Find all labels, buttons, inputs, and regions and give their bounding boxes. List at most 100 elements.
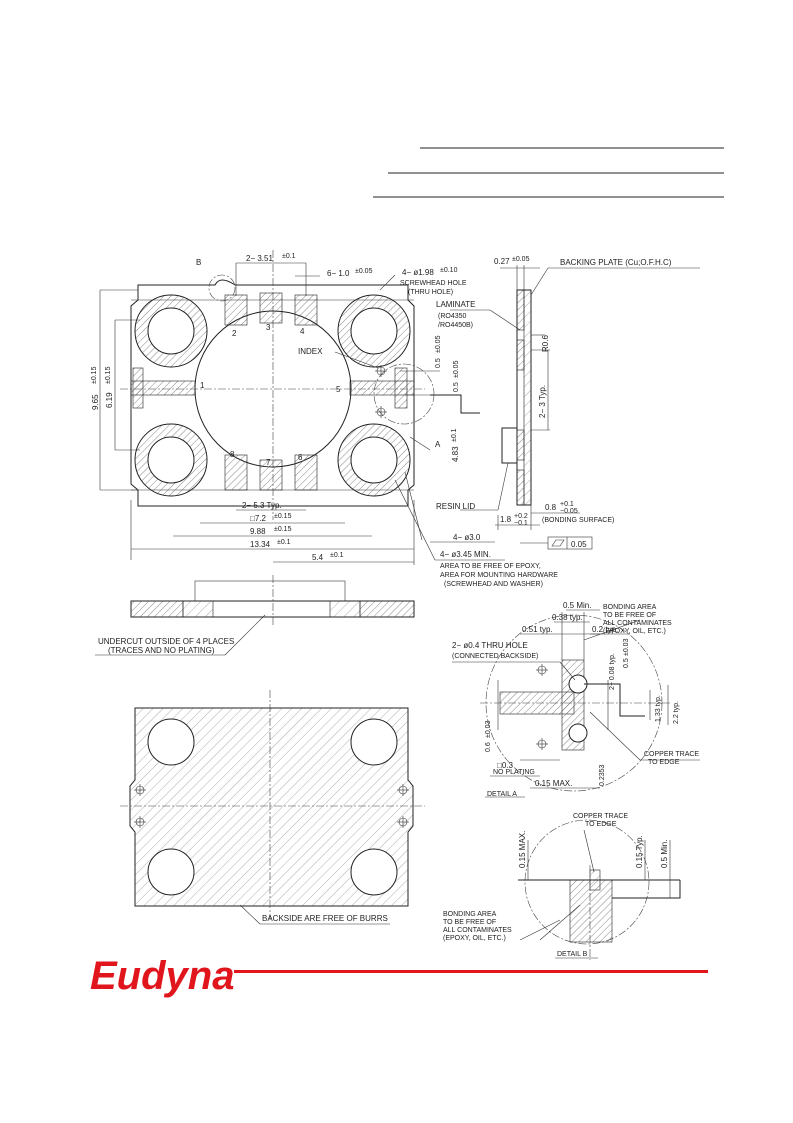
detail-b-bond-4: (EPOXY, OIL, ETC.) — [443, 935, 506, 942]
pitch-bottom-label: 2− 5.3 Typ. — [242, 501, 282, 510]
a-marker: A — [435, 440, 441, 449]
laminate-label: LAMINATE — [436, 300, 475, 309]
undercut-note-2: (TRACES AND NO PLATING) — [108, 646, 215, 655]
laminate-material-2: /RO4450B) — [438, 322, 473, 329]
detail-a-d2353: 0.2353 — [599, 764, 606, 786]
pin-5: 5 — [336, 385, 341, 394]
plate-tol-lo: −0.05 — [560, 508, 578, 515]
top-dimensions — [99, 262, 440, 565]
leads-side — [130, 367, 415, 409]
center-height-tol: ±0.1 — [451, 428, 458, 442]
dim-05-b: 0.5 — [453, 382, 460, 392]
pin-8: 8 — [230, 450, 235, 459]
detail-b-bond-1: BONDING AREA — [443, 911, 497, 918]
pin-3: 3 — [266, 323, 271, 332]
plate-thk-label: 0.8 — [545, 503, 557, 512]
detail-a-max015: 0.15 MAX. — [535, 779, 572, 788]
pin-6: 6 — [298, 453, 303, 462]
mounting-hole-tr — [337, 294, 411, 368]
detail-a-d06-tol: ±0.03 — [485, 720, 492, 738]
screw-hole-label: 4− ø1.98 — [402, 268, 434, 277]
width-outer-tol: ±0.1 — [277, 539, 291, 546]
detail-a-d133: 1.33 typ. — [655, 695, 662, 722]
logo-rule — [234, 970, 708, 973]
screw-hole-note1: SCREWHEAD HOLE — [400, 280, 467, 287]
dim-05-b-tol: ±0.05 — [453, 360, 460, 378]
mounting-hole-br — [337, 423, 411, 497]
detail-a: 0.5 Min. 0.38 typ. 0.51 typ. 0.2 typ. BO… — [452, 601, 700, 798]
detail-a-title: DETAIL A — [487, 791, 517, 798]
keepout-label: 4− ø3.45 MIN. — [440, 550, 491, 559]
title-rule-lines — [373, 147, 724, 198]
laminate-material-1: (RO4350 — [438, 313, 467, 320]
total-h-label: 1.8 — [500, 515, 512, 524]
plate-tol-hi: +0.1 — [560, 501, 574, 508]
half-width-label: 5.4 — [312, 553, 324, 562]
dim-05-a: 0.5 — [435, 358, 442, 368]
flatness-frame — [547, 536, 593, 550]
detail-a-typ038: 0.38 typ. — [552, 613, 583, 622]
detail-a-d208: 2− 0.08 typ. — [609, 653, 616, 690]
detail-a-d05: 0.5 — [623, 658, 630, 668]
square-tol: ±0.15 — [274, 513, 292, 520]
height-outer-tol: ±0.15 — [91, 366, 98, 384]
logo-text: Eudyna — [90, 954, 234, 998]
pin-7: 7 — [266, 458, 271, 467]
pin-1: 1 — [200, 381, 205, 390]
resin-lid-label: RESIN LID — [436, 502, 475, 511]
back-vias — [134, 784, 409, 828]
detail-a-sq03: □0.3 — [497, 761, 514, 770]
detail-b-typ015: 0.15 Typ. — [635, 835, 644, 868]
lead-width-tol: ±0.05 — [355, 268, 373, 275]
backside-note: BACKSIDE ARE FREE OF BURRS — [262, 914, 388, 923]
square-label: □7.2 — [250, 514, 267, 523]
pin-2: 2 — [232, 329, 237, 338]
hole-dia-label: 4− ø3.0 — [453, 533, 481, 542]
dim-05-a-tol: ±0.05 — [435, 335, 442, 353]
detail-a-thru-hole: 2− ø0.4 THRU HOLE — [452, 641, 528, 650]
width-inner-label: 9.88 — [250, 527, 266, 536]
detail-a-bond-1: BONDING AREA — [603, 604, 657, 611]
detail-b-max015: 0.15 MAX. — [518, 831, 527, 868]
detail-a-d05-tol: ±0.03 — [623, 638, 630, 656]
detail-a-copper-2: TO EDGE — [648, 759, 680, 766]
half-width-tol: ±0.1 — [330, 552, 344, 559]
b-marker: B — [196, 258, 201, 267]
backing-plate-label: BACKING PLATE (Cu;O.F.H.C) — [560, 258, 672, 267]
mounting-hole-bl — [134, 423, 208, 497]
height-inner-tol: ±0.15 — [105, 366, 112, 384]
flatness-value: 0.05 — [571, 540, 587, 549]
height-outer-label: 9.65 — [91, 394, 100, 410]
thickness-tol: ±0.05 — [512, 256, 530, 263]
detail-a-bond-3: ALL CONTAMINATES — [603, 620, 672, 627]
total-tol-lo: −0.1 — [514, 520, 528, 527]
top-view: B 2− 3.51 ±0.1 6− 1.0 ±0.05 4− ø1.98 ±0.… — [91, 250, 558, 588]
mounting-hole-tl — [134, 294, 208, 368]
detail-a-no-plating: NO PLATING — [493, 769, 535, 776]
detail-a-bond-4: (EPOXY, OIL, ETC.) — [603, 628, 666, 635]
detail-b-min05: 0.5 Min. — [660, 840, 669, 868]
detail-b: COPPER TRACE TO EDGE 0.15 MAX. 0.15 Typ.… — [443, 813, 681, 960]
bonding-surface-label: (BONDING SURFACE) — [542, 517, 614, 524]
detail-a-min05: 0.5 Min. — [563, 601, 591, 610]
pitch-top-tol: ±0.1 — [282, 253, 296, 260]
radius-label: R0.6 — [541, 335, 550, 352]
pitch-top-label: 2− 3.51 — [246, 254, 273, 263]
detail-a-vias — [536, 664, 548, 750]
eudyna-logo: Eudyna — [90, 954, 708, 998]
detail-b-copper-2: TO EDGE — [585, 821, 617, 828]
total-tol-hi: +0.2 — [514, 513, 528, 520]
detail-a-bond-2: TO BE FREE OF — [603, 612, 656, 619]
thickness-label: 0.27 — [494, 257, 510, 266]
height-inner-label: 6.19 — [105, 392, 114, 408]
detail-a-typ051: 0.51 typ. — [522, 625, 553, 634]
leads-bottom — [224, 454, 318, 491]
screw-hole-note2: (THRU HOLE) — [408, 289, 453, 296]
center-height-label: 4.83 — [451, 446, 460, 462]
index-label: INDEX — [298, 347, 323, 356]
side-view: 0.27 ±0.05 BACKING PLATE (Cu;O.F.H.C) LA… — [436, 256, 700, 550]
pin-4: 4 — [300, 327, 305, 336]
undercut-note-1: UNDERCUT OUTSIDE OF 4 PLACES — [98, 637, 234, 646]
detail-a-copper-1: COPPER TRACE — [644, 751, 699, 758]
